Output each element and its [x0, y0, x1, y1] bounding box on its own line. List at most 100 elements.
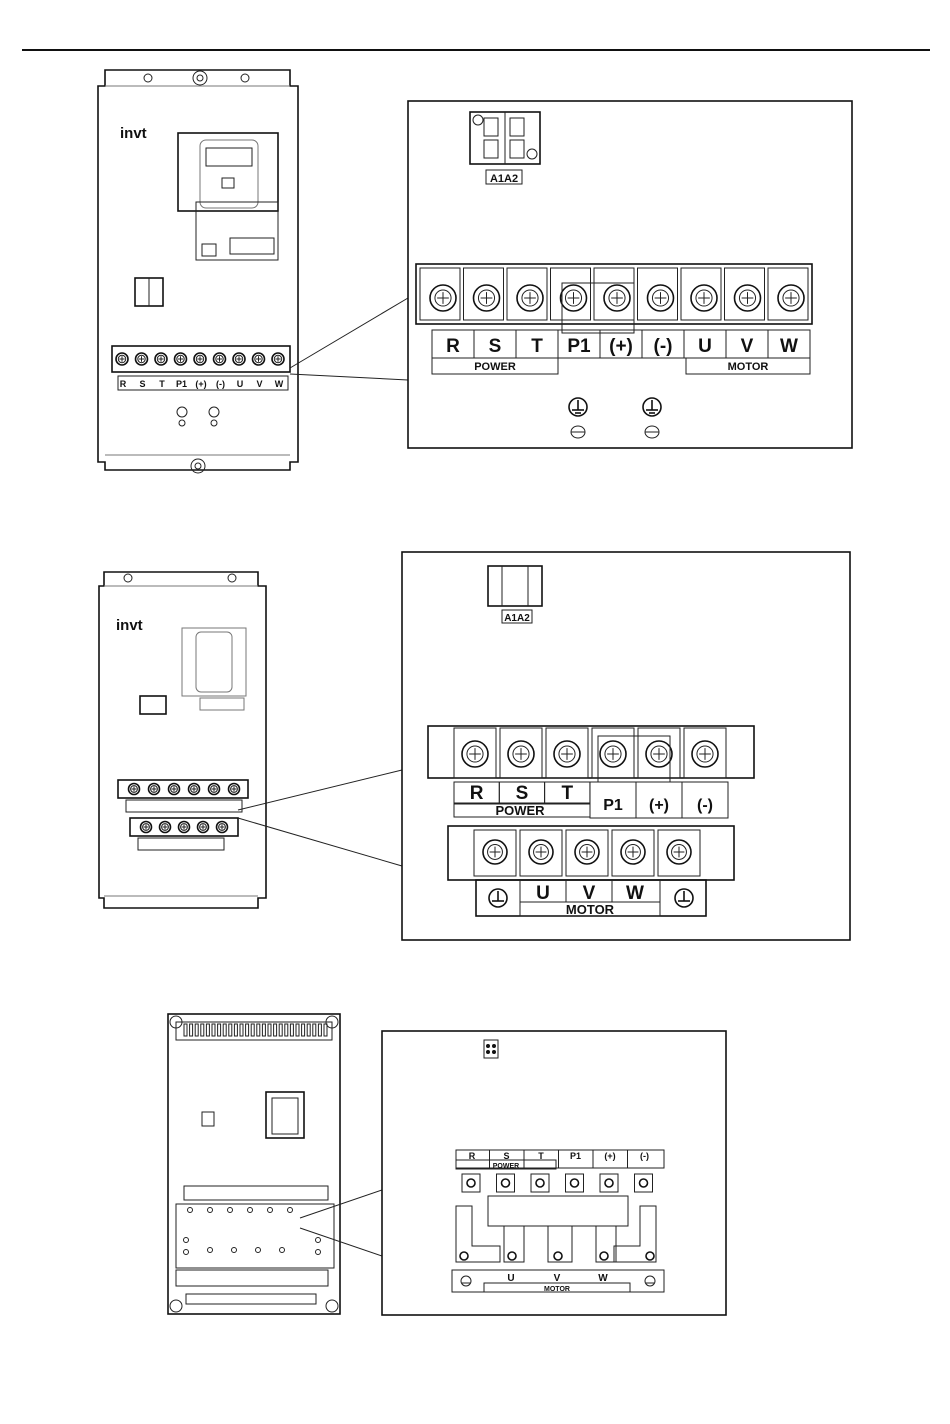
terminal-label-3a-4: (+)	[604, 1151, 615, 1161]
terminal-screw-icon	[253, 353, 265, 365]
terminal-screw-icon	[141, 822, 152, 833]
terminal-label-3b-0: U	[507, 1273, 514, 1284]
terminal-screw-icon	[571, 1179, 579, 1187]
ground-icon	[645, 1276, 655, 1286]
jumper-2: A1A2	[488, 566, 542, 624]
terminal-screw-icon	[189, 784, 200, 795]
terminal-label-2a-4: (+)	[649, 797, 669, 814]
terminal-screw-icon	[160, 822, 171, 833]
terminal-label-0: R	[446, 336, 460, 357]
terminal-screw-icon	[600, 1252, 608, 1260]
small-terminal-label-8: W	[275, 379, 284, 389]
terminal-screw-icon	[155, 353, 167, 365]
small-terminal-label-6: U	[237, 379, 244, 389]
terminal-label-2a-5: (-)	[697, 797, 713, 814]
ground-icon	[489, 889, 507, 907]
terminal-screw-icon	[646, 1252, 654, 1260]
terminal-screw-icon	[194, 353, 206, 365]
callout-line-2a	[238, 770, 402, 810]
terminal-screw-icon	[169, 784, 180, 795]
terminal-screw-icon	[605, 1179, 613, 1187]
terminal-screw-icon	[778, 285, 804, 311]
terminal-screw-icon	[691, 285, 717, 311]
terminal-label-2a-1: S	[516, 783, 529, 804]
terminal-label-2b-2: W	[626, 883, 644, 904]
terminal-screw-icon	[508, 741, 534, 767]
terminal-screw-icon	[209, 784, 220, 795]
small-terminal-label-1: S	[139, 379, 145, 389]
terminal-screw-icon	[214, 353, 226, 365]
terminal-screw-icon	[517, 285, 543, 311]
ground-icon	[461, 1276, 471, 1286]
small-terminal-label-3: P1	[176, 379, 187, 389]
terminal-screw-icon	[502, 1179, 510, 1187]
terminal-label-7: V	[741, 336, 754, 357]
terminal-screw-icon	[536, 1179, 544, 1187]
terminal-screw-icon	[217, 822, 228, 833]
terminal-screw-icon	[229, 784, 240, 795]
group-motor-1: MOTOR	[728, 361, 769, 373]
brand-logo-2: invt	[116, 617, 143, 634]
terminal-screw-icon	[149, 784, 160, 795]
terminal-label-2b-1: V	[583, 883, 596, 904]
jumper-label-1: A1A2	[490, 173, 518, 185]
terminal-screw-icon	[575, 840, 599, 864]
group-power-1: POWER	[474, 361, 516, 373]
terminal-label-3a-5: (-)	[640, 1151, 649, 1161]
ground-icon	[643, 398, 661, 438]
terminal-label-3b-2: W	[598, 1273, 608, 1284]
group-power-2: POWER	[495, 803, 545, 818]
group-motor-3: MOTOR	[544, 1286, 570, 1293]
small-terminal-label-4: (+)	[195, 379, 206, 389]
terminal-screw-icon	[129, 784, 140, 795]
drive-body-2: invt	[99, 572, 266, 908]
small-terminal-label-2: T	[159, 379, 165, 389]
terminal-screw-icon	[600, 741, 626, 767]
zoom-panel-1	[408, 101, 852, 448]
terminal-label-3a-3: P1	[570, 1151, 581, 1161]
terminal-screw-icon	[175, 353, 187, 365]
terminal-screw-icon	[508, 1252, 516, 1260]
terminal-screw-icon	[136, 353, 148, 365]
keypad-1	[178, 133, 278, 211]
terminal-screw-icon	[640, 1179, 648, 1187]
terminal-screw-icon	[646, 741, 672, 767]
terminal-screw-icon	[621, 840, 645, 864]
jumper-3	[484, 1040, 498, 1058]
terminal-block-1	[416, 264, 812, 324]
terminal-screw-icon	[462, 741, 488, 767]
terminal-screw-icon	[692, 741, 718, 767]
terminal-screw-icon	[116, 353, 128, 365]
terminal-screw-icon	[272, 353, 284, 365]
terminal-screw-icon	[179, 822, 190, 833]
jumper-1: A1A2	[470, 112, 540, 185]
terminal-label-6: U	[698, 336, 712, 357]
terminal-label-2: T	[531, 336, 543, 357]
group-motor-2: MOTOR	[566, 902, 615, 917]
brand-logo-1: invt	[120, 125, 147, 142]
callout-line-2b	[238, 818, 402, 866]
terminal-screw-icon	[483, 840, 507, 864]
terminal-label-2a-0: R	[470, 783, 484, 804]
terminal-label-2a-3: P1	[603, 797, 623, 814]
ground-icon	[675, 889, 693, 907]
terminal-label-2a-2: T	[561, 783, 573, 804]
terminal-screw-icon	[460, 1252, 468, 1260]
terminal-screw-icon	[198, 822, 209, 833]
small-terminal-label-0: R	[120, 379, 127, 389]
terminal-screw-icon	[604, 285, 630, 311]
terminal-screw-icon	[554, 741, 580, 767]
terminal-label-5: (-)	[654, 336, 673, 357]
keypad-2	[182, 628, 246, 696]
busbar-3	[488, 1196, 628, 1226]
figure-1: invt R S T P1 (+) (-) U V W	[98, 70, 852, 473]
terminal-label-2b-0: U	[536, 883, 550, 904]
drive-body-1: invt RSTP1(+)(-)UVW	[98, 70, 298, 473]
terminal-screw-icon	[735, 285, 761, 311]
zoom-panel-2	[402, 552, 850, 940]
group-power-3: POWER	[493, 1163, 519, 1170]
terminal-label-8: W	[780, 336, 798, 357]
callout-line-3b	[300, 1228, 382, 1256]
terminal-label-4: (+)	[609, 336, 633, 357]
